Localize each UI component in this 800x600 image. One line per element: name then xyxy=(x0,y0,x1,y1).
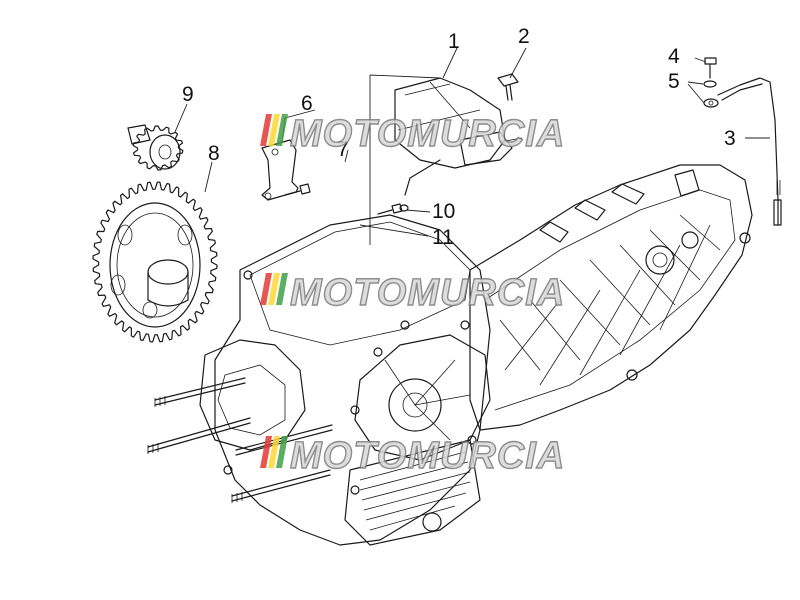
watermark-top: MOTOMURCIA xyxy=(260,112,565,156)
watermark-flag-yellow xyxy=(268,114,280,146)
crankcase xyxy=(199,164,753,546)
washer-11 xyxy=(399,204,409,212)
bolt-4 xyxy=(704,57,717,79)
part-labels: 1 2 3 4 5 6 7 8 9 10 11 xyxy=(182,25,736,249)
stud-bolts xyxy=(147,377,333,503)
label-part-9: 9 xyxy=(182,83,194,106)
label-part-4: 4 xyxy=(668,45,680,68)
label-part-5: 5 xyxy=(668,70,680,93)
freewheel-gear xyxy=(127,124,184,171)
watermark-bottom: MOTOMURCIA xyxy=(260,434,565,478)
watermark-middle: MOTOMURCIA xyxy=(260,271,565,315)
screw-7 xyxy=(284,183,311,196)
watermark-text: MOTOMURCIA xyxy=(290,272,565,314)
label-part-10: 10 xyxy=(432,200,455,223)
label-part-11: 11 xyxy=(432,226,454,249)
watermark-flag-red xyxy=(260,273,272,305)
label-part-1: 1 xyxy=(448,30,460,53)
watermark-flag-green xyxy=(276,273,288,305)
watermark-flag-yellow xyxy=(268,436,280,468)
label-part-6: 6 xyxy=(301,92,313,115)
label-part-7: 7 xyxy=(337,138,349,161)
watermark-flag-green xyxy=(276,114,288,146)
watermark-text: MOTOMURCIA xyxy=(290,435,565,477)
watermark-text: MOTOMURCIA xyxy=(290,113,565,155)
ground-cable xyxy=(717,77,782,226)
label-part-3: 3 xyxy=(724,127,736,150)
starter-gear xyxy=(92,181,218,343)
watermark-flag-yellow xyxy=(268,273,280,305)
watermark-flag-red xyxy=(260,114,272,146)
bolt-2 xyxy=(497,73,519,101)
watermark-flag-green xyxy=(276,436,288,468)
label-part-2: 2 xyxy=(518,25,530,48)
washers-5 xyxy=(703,80,719,108)
watermark-flag-red xyxy=(260,436,272,468)
screw-10 xyxy=(377,203,403,215)
label-part-8: 8 xyxy=(208,142,220,165)
starter-motor xyxy=(394,77,523,196)
